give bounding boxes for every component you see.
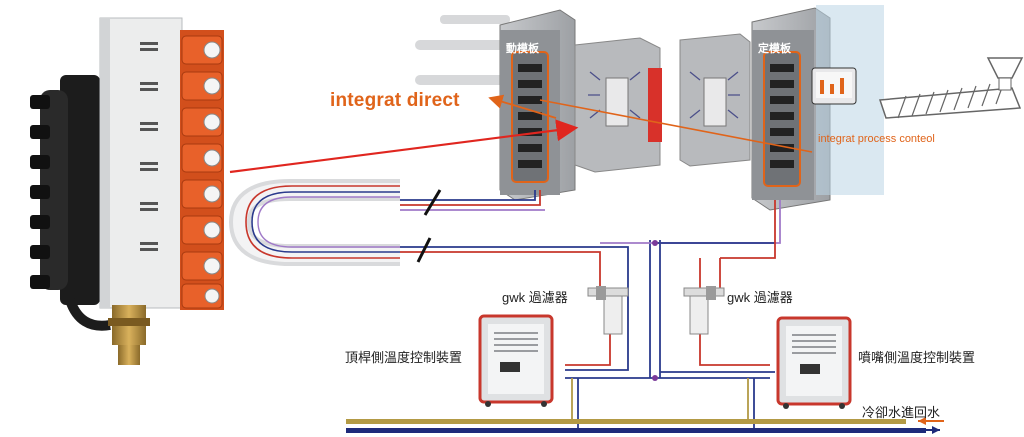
- direct-pointer-arrow: [229, 119, 579, 174]
- fixed-platen-label: 定模板: [758, 43, 791, 55]
- hose-chain: [228, 179, 400, 266]
- process-control-leader: [539, 99, 813, 153]
- cooling-water-label: 冷卻水進回水: [862, 405, 941, 420]
- injection-mould-assembly: [415, 5, 1024, 211]
- filter-left-label: gwk 過濾器: [502, 290, 568, 305]
- direct-label-leader: [488, 94, 557, 119]
- piping-network: [400, 190, 781, 428]
- gwk-filter-left: [587, 286, 629, 335]
- distribution-manifold-device: [30, 17, 224, 365]
- gwk-filter-right: [683, 286, 725, 335]
- moving-platen-label: 動模板: [506, 43, 539, 55]
- cooling-water-mains: [346, 417, 944, 434]
- nozzle-side-temperature-unit: [776, 316, 852, 409]
- integrat-direct-label: integrat direct: [330, 90, 460, 111]
- ejector-side-temperature-unit: [478, 314, 554, 407]
- nozzle-side-unit-label: 噴嘴側溫度控制裝置: [858, 350, 976, 365]
- filter-right-label: gwk 過濾器: [727, 290, 793, 305]
- integrat-process-control-label: integrat process conteol: [818, 133, 935, 145]
- ejector-side-unit-label: 頂桿側溫度控制裝置: [345, 350, 463, 365]
- injection-screw-icon: [878, 57, 1024, 119]
